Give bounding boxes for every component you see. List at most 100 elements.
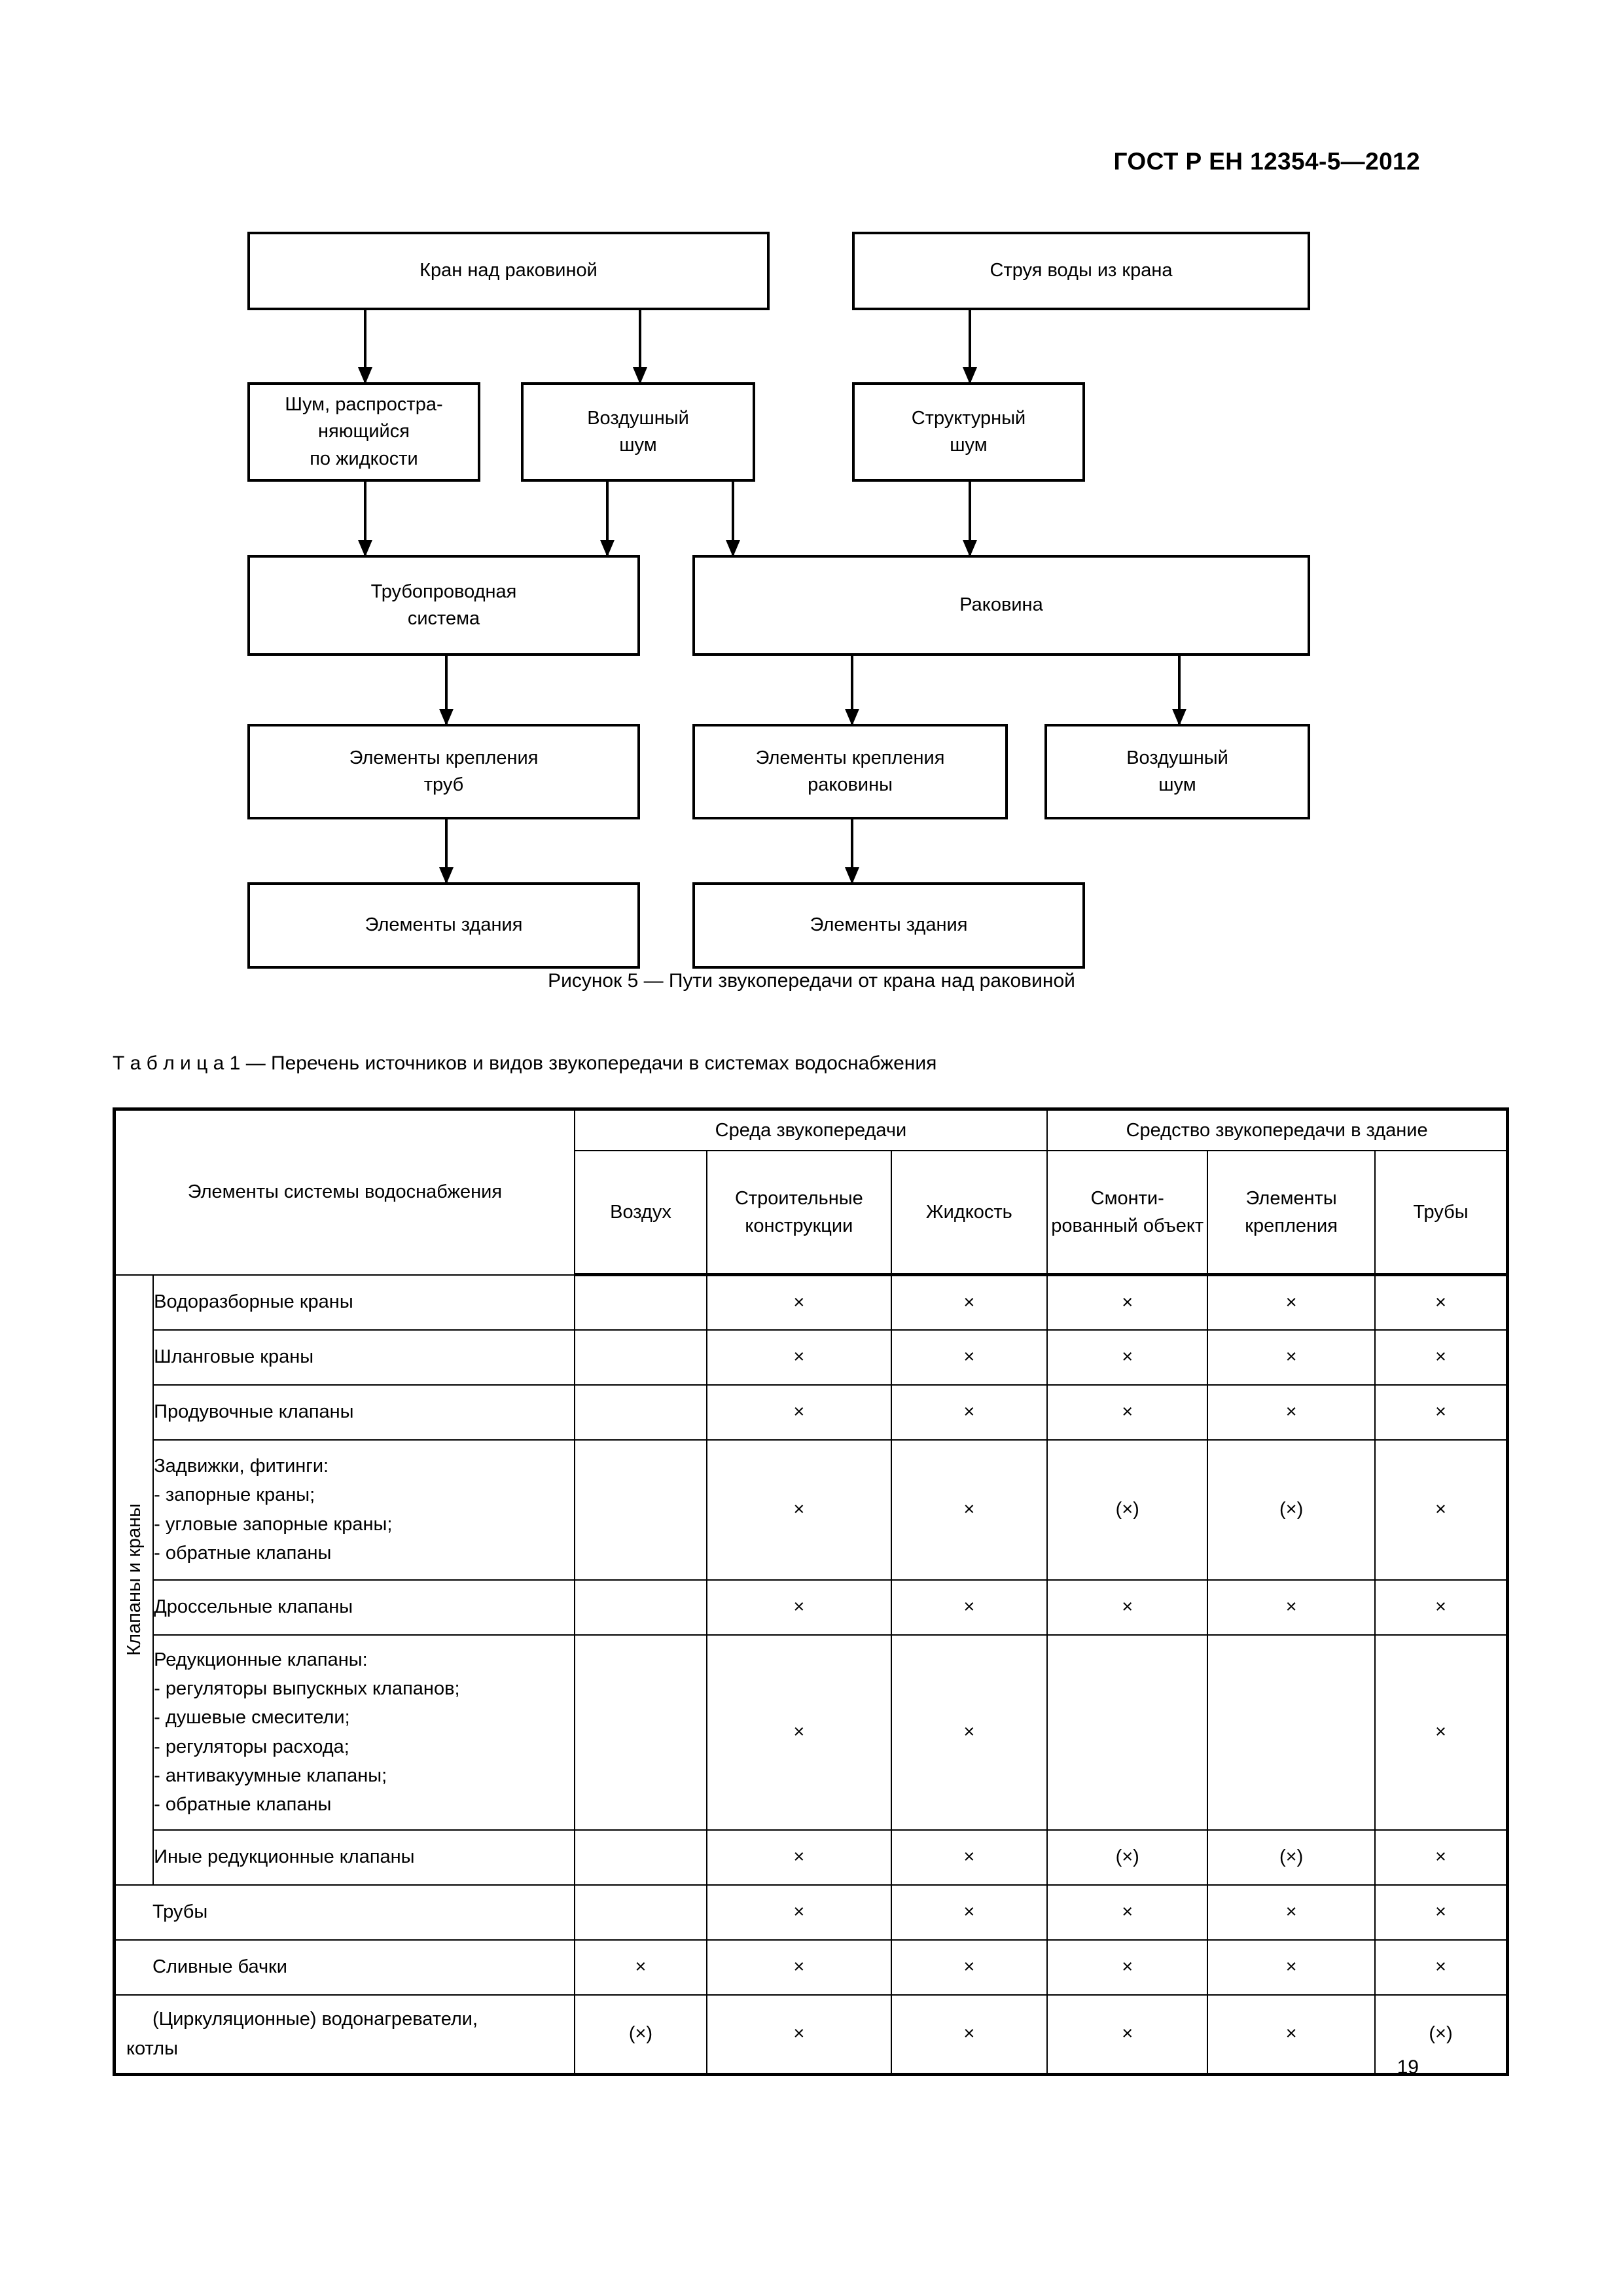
row-label-text: (Циркуляционные) водонагреватели, <box>152 2009 478 2030</box>
header-col-mounted-object: Смонти- рованный объект <box>1046 1150 1209 1276</box>
row-label-text: Трубы <box>152 1901 208 1923</box>
row-label: Сливные бачки <box>112 1939 575 1996</box>
row-subline: - угловые запорные краны; <box>154 1513 393 1535</box>
cell-mark: × <box>1207 1579 1376 1636</box>
cell-mark: (×) <box>1207 1439 1376 1581</box>
header-group-medium: Среда звукопередачи <box>573 1107 1048 1151</box>
cell-mark <box>1207 1634 1376 1831</box>
flow-box-sink-fixings: Элементы крепления раковины <box>692 724 1008 819</box>
flow-box-liquid-noise: Шум, распростра- няющийся по жидкости <box>247 382 480 482</box>
row-group-label-valves: Клапаны и краны <box>113 1274 154 1886</box>
row-label: Иные редукционные клапаны <box>152 1829 575 1886</box>
cell-mark: × <box>1046 1994 1209 2076</box>
cell-mark: × <box>1207 1384 1376 1441</box>
cell-mark: × <box>890 1994 1048 2076</box>
row-subline: - запорные краны; <box>154 1484 315 1506</box>
table-row: Задвижки, фитинги: - запорные краны; - у… <box>115 1439 1509 1581</box>
cell-mark: × <box>1046 1384 1209 1441</box>
row-subline: - регуляторы выпускных клапанов; <box>154 1678 460 1700</box>
row-label-text: Водоразборные краны <box>154 1291 353 1313</box>
row-label: Дроссельные клапаны <box>152 1579 575 1636</box>
arrow-sink-to-airborne-noise-2 <box>1178 656 1181 724</box>
arrow-liquid-noise-to-pipe-system <box>364 482 366 555</box>
row-subline: - обратные клапаны <box>154 1793 332 1815</box>
cell-mark: × <box>1374 1634 1509 1831</box>
table-caption-text: — Перечень источников и видов звукоперед… <box>240 1052 937 1074</box>
table-row: Продувочные клапаны × × × × × <box>115 1384 1509 1441</box>
cell-mark: × <box>1374 1274 1509 1331</box>
header-col-liquid: Жидкость <box>890 1150 1048 1276</box>
arrow-airborne-to-sink <box>732 482 734 555</box>
arrow-pipe-fixings-to-building-left <box>445 819 448 882</box>
arrow-tap-to-liquid-noise <box>364 310 366 382</box>
row-label-text: Продувочные клапаны <box>154 1401 354 1423</box>
row-label: Продувочные клапаны <box>152 1384 575 1441</box>
flow-box-airborne-noise-1: Воздушный шум <box>521 382 755 482</box>
flow-box-pipe-system: Трубопроводная система <box>247 555 640 656</box>
cell-mark: × <box>1374 1579 1509 1636</box>
cell-mark: × <box>706 1634 892 1831</box>
arrow-sink-fixings-to-building-right <box>851 819 853 882</box>
cell-mark: × <box>706 1994 892 2076</box>
row-subline: - обратные клапаны <box>154 1542 332 1564</box>
header-col-fixings-line2: крепления <box>1245 1215 1338 1236</box>
row-group-label-valves-text: Клапаны и краны <box>123 1503 145 1656</box>
table-row: (Циркуляционные) водонагреватели, котлы … <box>112 1994 1509 2076</box>
cell-mark: × <box>706 1384 892 1441</box>
header-col-structures-line1: Строительные <box>734 1187 863 1209</box>
cell-mark <box>573 1439 708 1581</box>
row-subline: - регуляторы расхода; <box>154 1736 349 1757</box>
cell-mark: (×) <box>573 1994 708 2076</box>
row-label-text: Задвижки, фитинги: <box>154 1456 329 1477</box>
header-col-structures-line2: конструкции <box>745 1215 853 1236</box>
flow-box-sink: Раковина <box>692 555 1310 656</box>
cell-mark <box>1046 1634 1209 1831</box>
page-number: 19 <box>1397 2056 1419 2078</box>
cell-mark <box>573 1634 708 1831</box>
cell-mark: × <box>1046 1274 1209 1331</box>
cell-mark: × <box>706 1579 892 1636</box>
cell-mark: × <box>706 1884 892 1941</box>
header-col-air: Воздух <box>573 1150 708 1276</box>
cell-mark: × <box>1046 1939 1209 1996</box>
header-col-fixings: Элементы крепления <box>1207 1150 1376 1276</box>
cell-mark: × <box>1374 1829 1509 1886</box>
row-label: Задвижки, фитинги: - запорные краны; - у… <box>152 1439 575 1581</box>
document-standard-id: ГОСТ Р ЕН 12354-5—2012 <box>1113 148 1420 175</box>
cell-mark: × <box>1207 1274 1376 1331</box>
row-label: Редукционные клапаны: - регуляторы выпус… <box>152 1634 575 1831</box>
cell-mark: × <box>1046 1579 1209 1636</box>
flow-box-structure-noise: Структурный шум <box>852 382 1085 482</box>
table-header-group-row: Элементы системы водоснабжения Среда зву… <box>112 1107 1510 1276</box>
header-group-means: Средство звукопередачи в здание <box>1046 1107 1510 1151</box>
flow-box-airborne-noise-2: Воздушный шум <box>1044 724 1310 819</box>
cell-mark: × <box>890 1384 1048 1441</box>
row-subline: - антивакуумные клапаны; <box>154 1765 387 1786</box>
row-label: (Циркуляционные) водонагреватели, котлы <box>112 1994 575 2076</box>
cell-mark <box>573 1884 708 1941</box>
flow-box-water-jet: Струя воды из крана <box>852 232 1310 310</box>
row-label-text: Редукционные клапаны: <box>154 1649 368 1671</box>
row-label: Водоразборные краны <box>152 1274 575 1331</box>
cell-mark: (×) <box>1207 1829 1376 1886</box>
arrow-tap-to-airborne-noise <box>639 310 641 382</box>
cell-mark <box>573 1274 708 1331</box>
cell-mark: × <box>1207 1884 1376 1941</box>
header-col-fixings-line1: Элементы <box>1245 1187 1337 1209</box>
table-row: Шланговые краны × × × × × <box>115 1329 1509 1386</box>
cell-mark: × <box>890 1329 1048 1386</box>
figure-5-flowchart: Кран над раковиной Струя воды из крана Ш… <box>0 223 1623 969</box>
cell-mark: × <box>1207 1994 1376 2076</box>
cell-mark: (×) <box>1374 1994 1509 2076</box>
cell-mark: (×) <box>1046 1439 1209 1581</box>
row-label: Шланговые краны <box>152 1329 575 1386</box>
header-elements-column: Элементы системы водоснабжения <box>112 1107 575 1276</box>
cell-mark: × <box>1207 1329 1376 1386</box>
header-col-mounted-line3: объект <box>1143 1215 1204 1236</box>
row-label: Трубы <box>112 1884 575 1941</box>
header-col-pipes: Трубы <box>1374 1150 1509 1276</box>
table-row: Клапаны и краны Водоразборные краны × × … <box>113 1274 1509 1886</box>
cell-mark: × <box>706 1329 892 1386</box>
table-1: Элементы системы водоснабжения Среда зву… <box>112 1107 1510 2076</box>
table-caption: Т а б л и ц а 1 — Перечень источников и … <box>113 1052 936 1075</box>
